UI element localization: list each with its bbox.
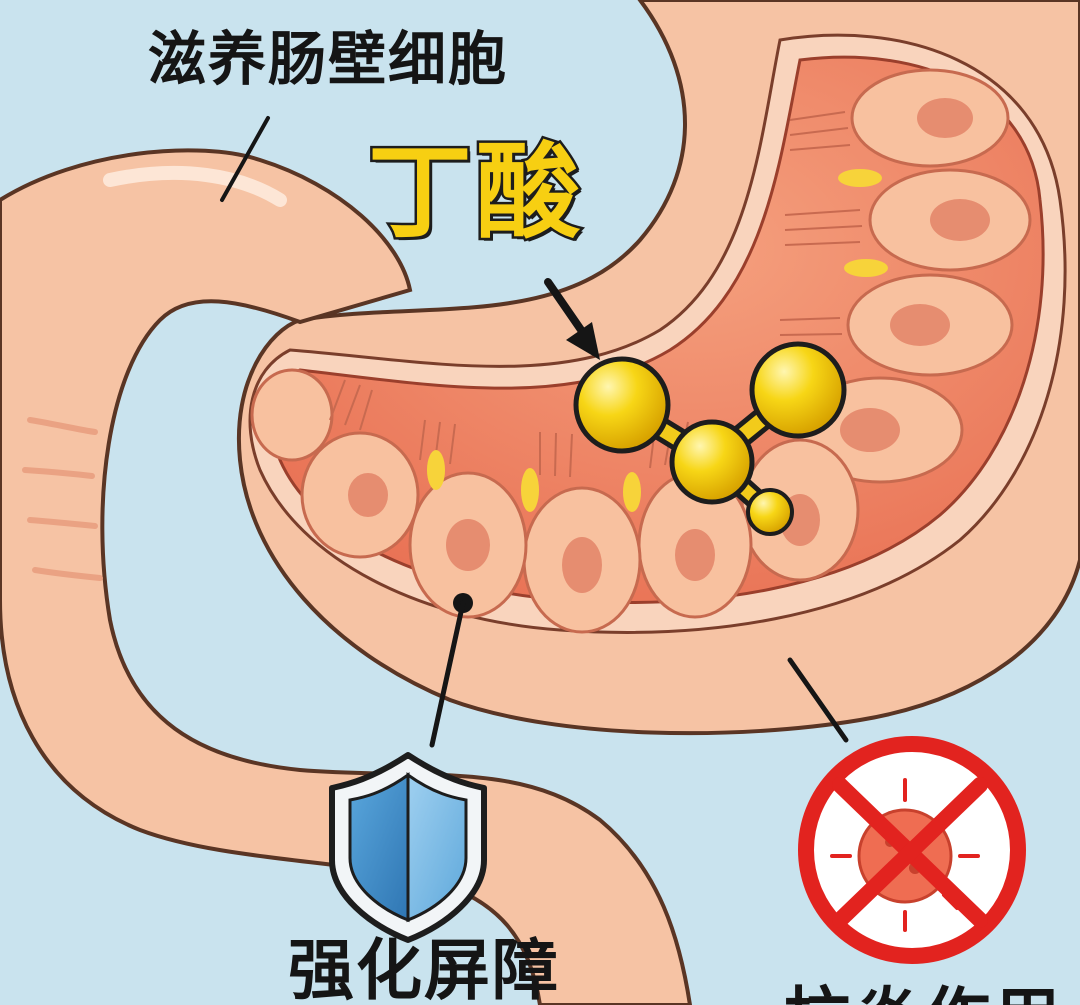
epithelial-cell [250,368,334,462]
butyrate-molecule-icon [573,341,847,536]
label-anti-inflammatory: 抗炎作用 [784,986,1064,1005]
shield-icon [329,752,487,943]
label-strengthen-barrier: 强化屏障 [288,932,560,1005]
cell-nucleus [446,519,490,571]
cell-nucleus [930,199,990,241]
cell-nucleus [348,473,388,517]
butyrate-deposits [427,169,888,512]
intestine-texture [27,517,98,529]
epithelial-cells-bottom [250,368,860,634]
label-butyrate: 丁酸 [365,131,585,253]
antiinflam-leader [787,657,849,743]
label-nourish-cells: 滋养肠壁细胞 [148,25,509,93]
cell-nucleus [562,537,602,593]
barrier-leader [429,593,473,748]
cell-nucleus [917,98,973,138]
intestine-left-loop [0,148,693,1005]
no-bacteria-icon [798,736,1026,964]
cell-nucleus [675,529,715,581]
intestine-texture [32,567,103,581]
cell-nucleus [840,408,900,452]
butyrate-arrow [544,278,600,360]
nourish-leader [220,116,270,202]
intestine-highlight [103,166,287,207]
cell-nucleus [890,304,950,346]
intestine-texture [22,467,95,479]
intestine-texture [27,417,98,435]
epithelial-cells-right [796,68,1032,484]
